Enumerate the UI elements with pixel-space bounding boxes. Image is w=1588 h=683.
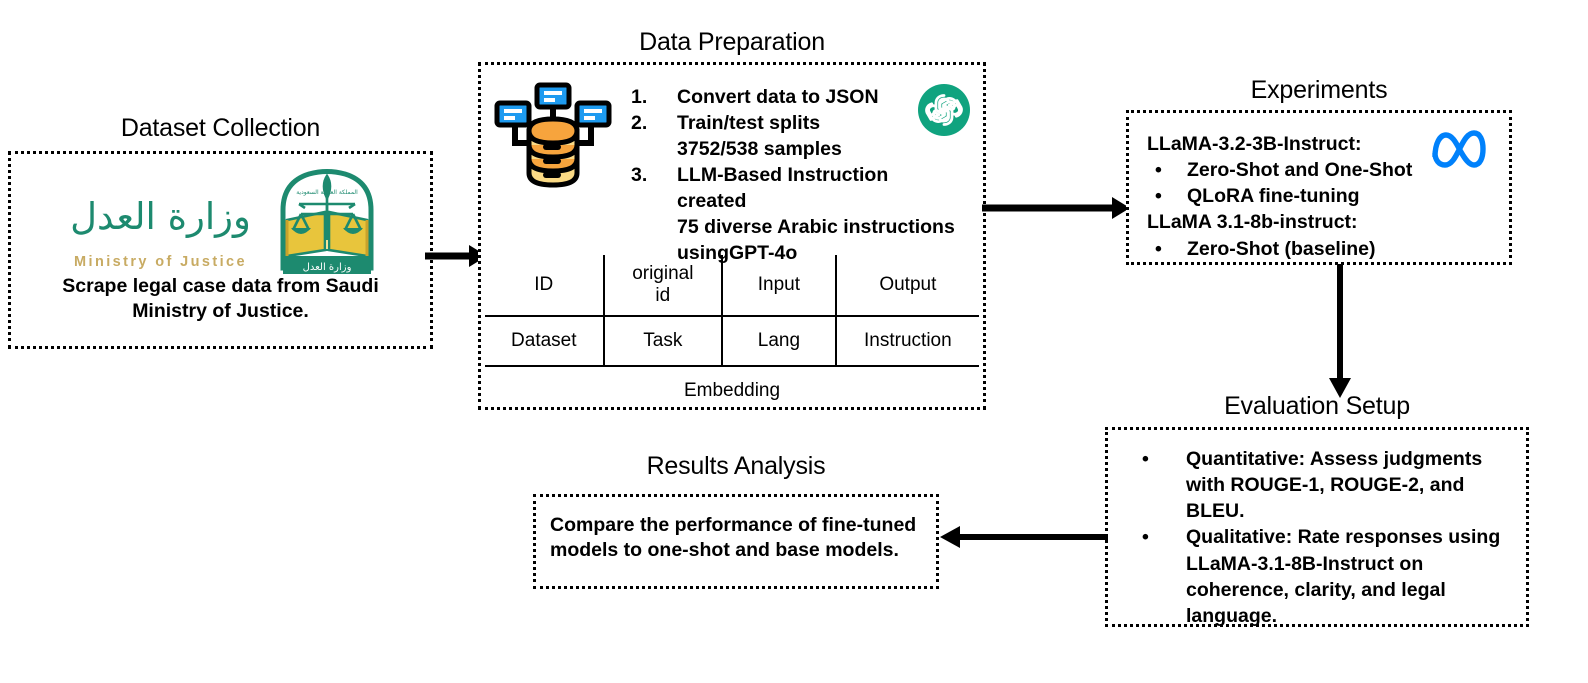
evaluation-setup-title: Evaluation Setup — [1224, 392, 1410, 420]
experiments-model-a-item-1: • Zero-Shot and One-Shot — [1147, 157, 1429, 183]
experiments-model-b: LLaMA 3.1-8b-instruct: — [1147, 211, 1358, 234]
experiments-model-a: LLaMA-3.2-3B-Instruct: — [1147, 133, 1362, 155]
experiments-model-b-item-1: • Zero-Shot (baseline) — [1147, 236, 1429, 262]
bullet-glyph: • — [1155, 237, 1162, 260]
bullet-glyph: • — [1142, 526, 1149, 549]
cell-instruction: Instruction — [835, 316, 979, 367]
moj-logo-row: وزارة العدل Ministry of Justice المملك — [11, 166, 430, 276]
cell-embedding: Embedding — [683, 379, 781, 401]
dataset-collection-caption: Scrape legal case data from Saudi Minist… — [62, 275, 379, 322]
meta-logo-icon — [1427, 127, 1489, 171]
results-analysis-text: Compare the performance of fine-tuned mo… — [550, 514, 917, 562]
svg-text:وزارة العدل: وزارة العدل — [302, 262, 351, 273]
step-2-line-1: Train/test splits — [677, 111, 821, 134]
step-2-line-2: 3752/538 samples — [677, 137, 842, 160]
database-icon — [491, 81, 615, 189]
step-1-text: Convert data to JSON — [677, 86, 879, 108]
step-1: 1. Convert data to JSON — [631, 85, 961, 111]
evaluation-setup-box: • Quantitative: Assess judgments with RO… — [1105, 427, 1529, 627]
moj-arabic-text: وزارة العدل — [70, 195, 251, 238]
data-preparation-box: 1. Convert data to JSON 2. Train/test sp… — [478, 62, 986, 410]
table-row: Dataset Task Lang Instruction — [485, 316, 979, 367]
ministry-of-justice-wordmark-logo: وزارة العدل Ministry of Justice — [63, 172, 259, 276]
step-3-number: 3. — [631, 163, 648, 186]
evaluation-setup-list: • Quantitative: Assess judgments with RO… — [1120, 446, 1514, 629]
cell-output: Output — [835, 255, 979, 317]
experiments-box: LLaMA-3.2-3B-Instruct: • Zero-Shot and O… — [1126, 110, 1512, 265]
step-2-text: Train/test splits 3752/538 samples — [677, 111, 961, 163]
step-3-line-1: LLM-Based Instruction created — [677, 163, 889, 212]
moj-english-text: Ministry of Justice — [74, 254, 247, 270]
bullet-glyph: • — [1142, 448, 1149, 470]
cell-id: ID — [485, 255, 605, 317]
evaluation-item-qualitative: • Qualitative: Rate responses using LLaM… — [1120, 524, 1514, 629]
step-3-text: LLM-Based Instruction created 75 diverse… — [677, 163, 961, 267]
results-analysis-box: Compare the performance of fine-tuned mo… — [533, 494, 939, 589]
dataset-collection-box: وزارة العدل Ministry of Justice المملك — [8, 151, 433, 349]
step-2: 2. Train/test splits 3752/538 samples — [631, 111, 961, 163]
cell-dataset: Dataset — [485, 316, 605, 367]
arrow-evaluation-to-results — [940, 521, 1108, 553]
bullet-glyph: • — [1155, 185, 1162, 208]
results-analysis-title: Results Analysis — [646, 452, 826, 480]
arrow-experiments-to-evaluation — [1323, 264, 1357, 398]
step-3: 3. LLM-Based Instruction created 75 dive… — [631, 163, 961, 267]
saudi-justice-emblem-icon: المملكة العربية السعودية — [275, 164, 379, 276]
svg-text:المملكة العربية السعودية: المملكة العربية السعودية — [296, 189, 358, 196]
cell-task: Task — [603, 316, 724, 367]
cell-input: Input — [722, 255, 837, 317]
experiments-title: Experiments — [1250, 76, 1388, 104]
data-preparation-title: Data Preparation — [639, 28, 825, 56]
dataset-collection-title: Dataset Collection — [120, 114, 321, 142]
step-3-line-2: 75 diverse Arabic instructions — [677, 215, 955, 238]
bullet-glyph: • — [1155, 159, 1162, 182]
cell-lang: Lang — [722, 316, 837, 367]
openai-logo-icon — [917, 83, 971, 137]
step-2-number: 2. — [631, 111, 648, 134]
experiments-list: LLaMA-3.2-3B-Instruct: • Zero-Shot and O… — [1147, 131, 1429, 262]
arrow-preparation-to-experiments — [982, 192, 1130, 224]
table-row: Embedding — [485, 366, 979, 415]
step-1-number: 1. — [631, 86, 648, 108]
evaluation-item-quantitative: • Quantitative: Assess judgments with RO… — [1120, 446, 1514, 524]
experiments-model-a-item-2: • QLoRA fine-tuning — [1147, 183, 1429, 209]
data-preparation-steps: 1. Convert data to JSON 2. Train/test sp… — [631, 85, 961, 266]
